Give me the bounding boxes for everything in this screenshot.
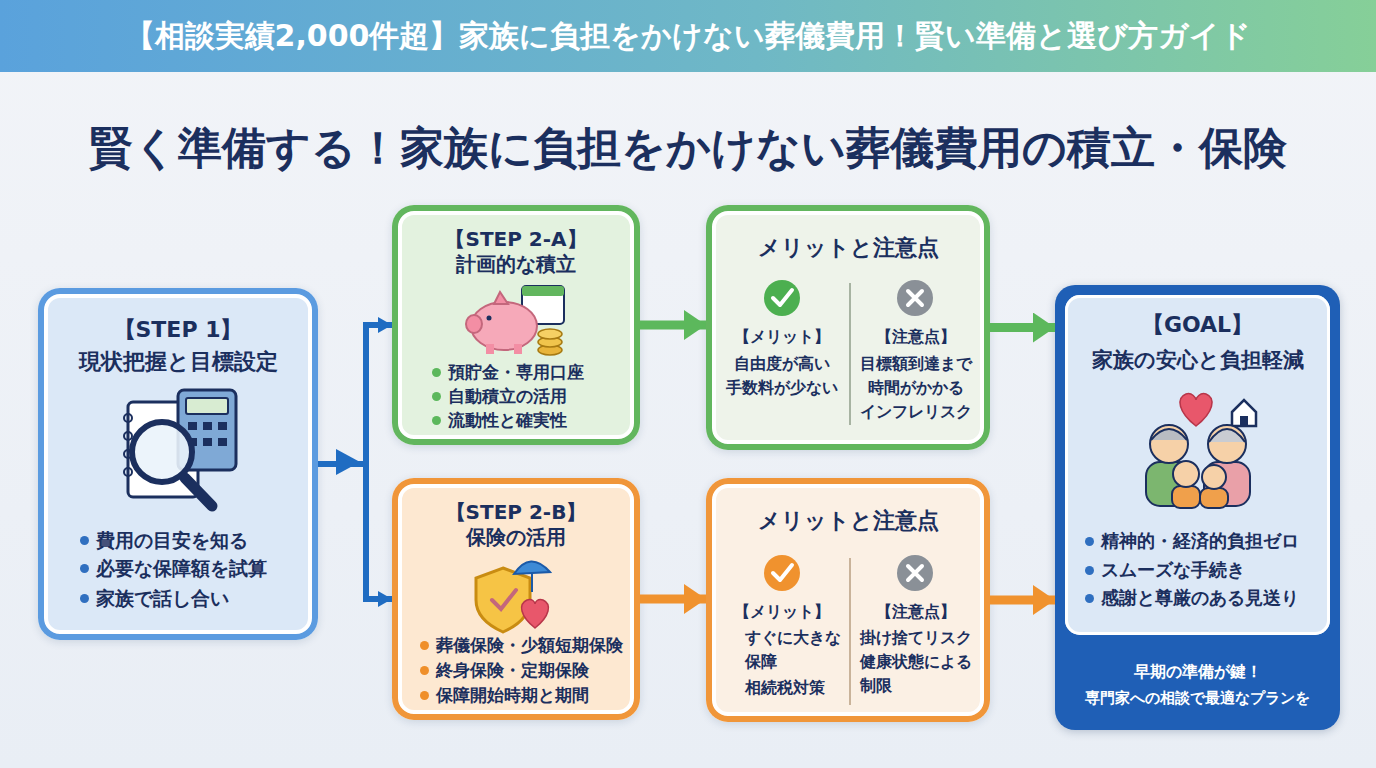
goal-label: 【GOAL】 xyxy=(1065,311,1330,339)
caution-label: 【注意点】 xyxy=(856,325,976,349)
process-box: 【STEP 1】現状把握と目標設定費用の目安を知る必要な保障額を試算家族で話し合… xyxy=(38,288,318,640)
goal-frame: 早期の準備が鍵！ 専門家への相談で最適なプランを 【GOAL】家族の安心と負担軽減精… xyxy=(1055,285,1340,730)
bullet-item: 預貯金・専用口座 xyxy=(432,360,632,384)
header-banner-text: 【相談実績2,000件超】家族に負担をかけない葬儀費用！賢い準備と選び方ガイド xyxy=(0,0,1376,72)
footer-note: 早期の準備が鍵！ xyxy=(1055,661,1340,683)
bullet-item: スムーズな手続き xyxy=(1085,557,1325,583)
process-box: 【STEP 2-A】計画的な積立預貯金・専用口座自動積立の活用流動性と確実性 xyxy=(392,205,640,445)
step-label: 【STEP 2-B】 xyxy=(392,500,640,525)
bullet-item: 終身保険・定期保険 xyxy=(420,658,632,682)
bullet-item: 葬儀保険・少額短期保険 xyxy=(420,633,632,657)
step-title: 計画的な積立 xyxy=(392,252,640,277)
bullet-item: 必要な保障額を試算 xyxy=(80,555,310,581)
step-title: 現状把握と目標設定 xyxy=(38,348,318,376)
junction-arrow xyxy=(336,449,360,475)
diagram-title: 賢く準備する！家族に負担をかけない葬儀費用の積立・保険 xyxy=(0,120,1376,176)
panel-title: メリットと注意点 xyxy=(706,234,990,262)
caution-item: 健康状態による 制限 xyxy=(860,650,980,698)
flow-arrow xyxy=(318,325,392,464)
caution-item: 目標額到達まで 時間がかかる xyxy=(856,352,976,400)
merit-label: 【メリット】 xyxy=(706,325,858,349)
flow-arrow xyxy=(318,464,392,599)
goal-box: 【GOAL】家族の安心と負担軽減精神的・経済的負担ゼロスムーズな手続き感謝と尊厳… xyxy=(1065,295,1330,635)
flow-arrow xyxy=(640,321,706,330)
merit-item: 自由度が高い xyxy=(706,352,858,376)
flow-arrow xyxy=(640,595,706,604)
pros-cons-panel: メリットと注意点【メリット】すぐに大きな 保障相続税対策 【注意点】掛け捨てリスク… xyxy=(706,478,990,722)
bullet-item: 精神的・経済的負担ゼロ xyxy=(1085,528,1325,554)
merit-item: 相続税対策 xyxy=(745,676,855,700)
bullet-item: 流動性と確実性 xyxy=(432,408,632,432)
merit-item: すぐに大きな 保障 xyxy=(745,626,845,674)
merit-label: 【メリット】 xyxy=(706,600,858,624)
flow-arrow xyxy=(990,323,1055,332)
bullet-item: 感謝と尊厳のある見送り xyxy=(1085,585,1325,611)
bullet-item: 保障開始時期と期間 xyxy=(420,683,632,707)
caution-item: インフレリスク xyxy=(856,400,976,424)
process-box: 【STEP 2-B】保険の活用葬儀保険・少額短期保険終身保険・定期保険保障開始時… xyxy=(392,478,640,720)
footer-note: 専門家への相談で最適なプランを xyxy=(1055,687,1340,709)
bullet-item: 自動積立の活用 xyxy=(432,384,632,408)
caution-label: 【注意点】 xyxy=(856,600,976,624)
goal-title: 家族の安心と負担軽減 xyxy=(1065,346,1330,374)
flow-arrow xyxy=(990,596,1055,605)
step-title: 保険の活用 xyxy=(392,525,640,550)
pros-cons-panel: メリットと注意点【メリット】自由度が高い手数料が少ない 【注意点】目標額到達まで … xyxy=(706,205,990,450)
bullet-item: 家族で話し合い xyxy=(80,585,310,611)
step-label: 【STEP 2-A】 xyxy=(392,227,640,252)
bullet-item: 費用の目安を知る xyxy=(80,527,310,553)
merit-item: 手数料が少ない xyxy=(706,376,858,400)
caution-item: 掛け捨てリスク xyxy=(860,626,980,650)
step-label: 【STEP 1】 xyxy=(38,316,318,344)
panel-title: メリットと注意点 xyxy=(706,507,990,535)
